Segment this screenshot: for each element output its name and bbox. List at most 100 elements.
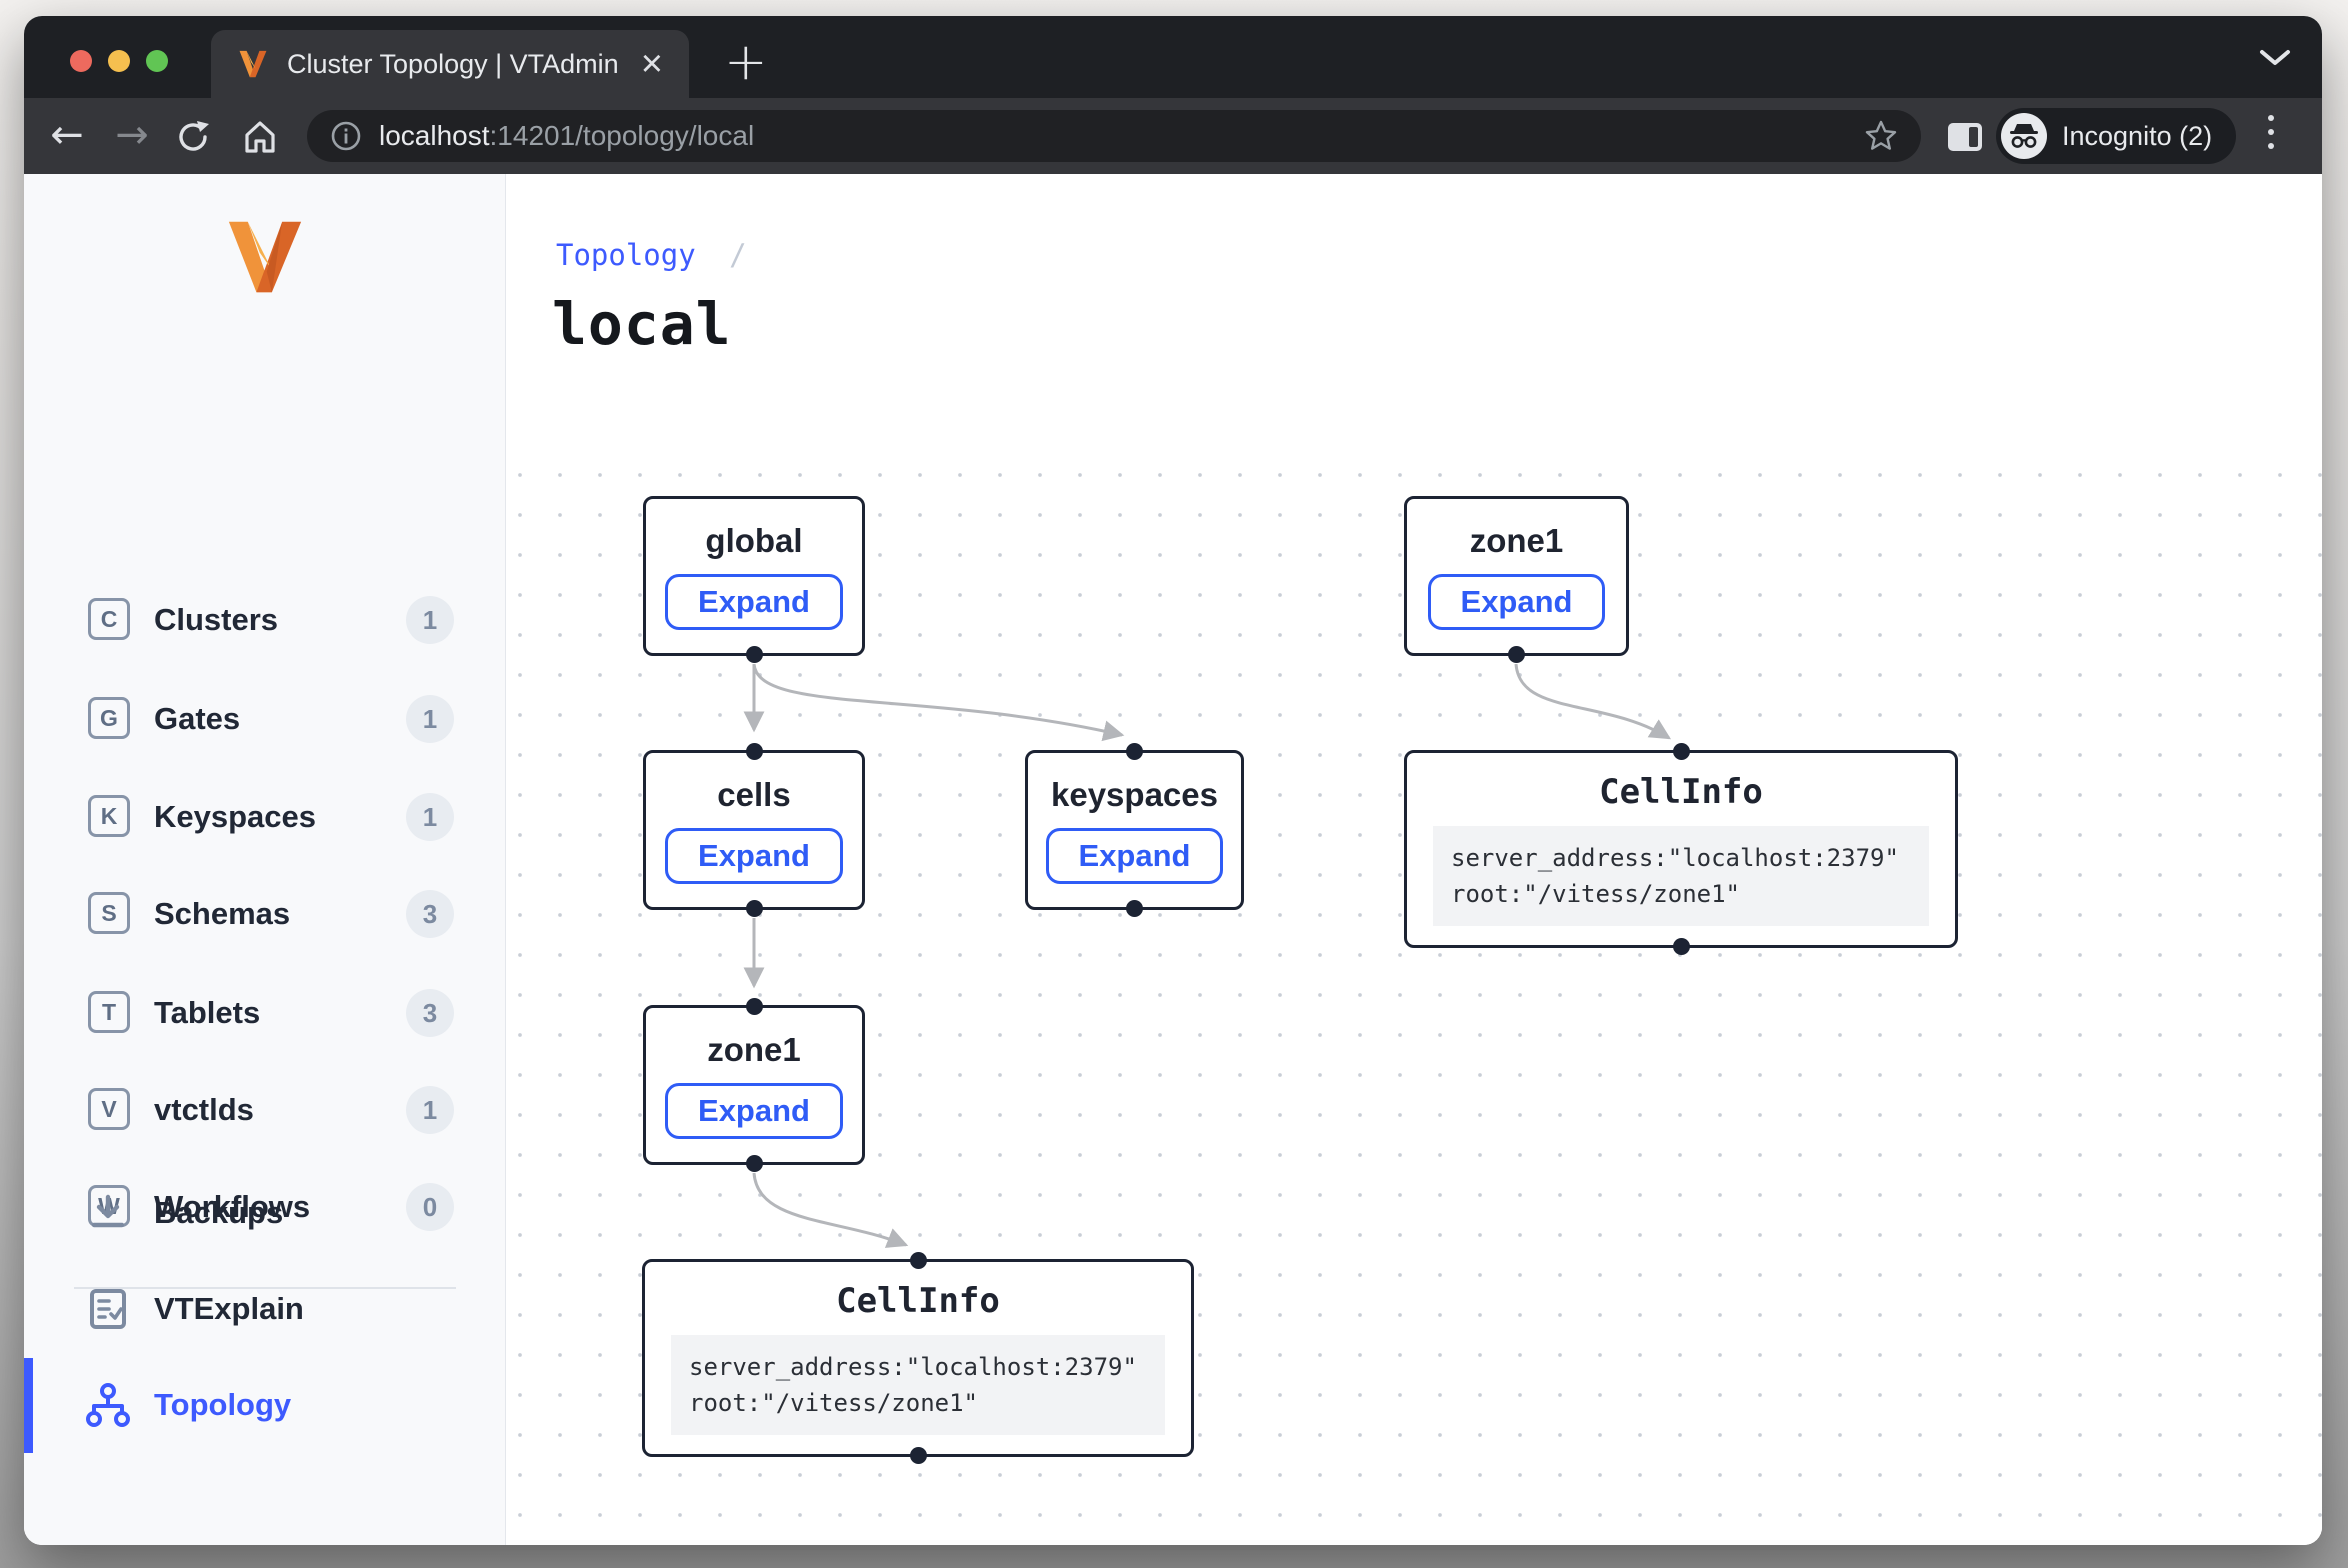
bookmark-star-icon[interactable] bbox=[1863, 118, 1899, 154]
url-text: localhost:14201/topology/local bbox=[379, 120, 754, 152]
incognito-badge[interactable]: Incognito (2) bbox=[1996, 108, 2237, 164]
node-title: zone1 bbox=[707, 1031, 801, 1068]
page-title: local bbox=[552, 290, 732, 358]
node-title: CellInfo bbox=[836, 1281, 1000, 1321]
node-global[interactable]: global Expand bbox=[643, 496, 865, 663]
main-panel: Topology / local bbox=[506, 174, 2322, 1545]
sidebar-item-topology[interactable]: Topology bbox=[24, 1357, 505, 1453]
count-badge: 0 bbox=[406, 1183, 454, 1231]
incognito-avatar bbox=[2001, 113, 2047, 159]
sidebar-item-label: Topology bbox=[154, 1387, 292, 1422]
expand-button[interactable]: Expand bbox=[665, 828, 843, 884]
sidebar-item-label: vtctlds bbox=[154, 1092, 254, 1127]
sidebar-item-gates[interactable]: G Gates 1 bbox=[24, 671, 505, 767]
incognito-icon bbox=[2010, 124, 2038, 148]
sidebar-divider bbox=[74, 1287, 456, 1289]
expand-button[interactable]: Expand bbox=[1427, 574, 1606, 630]
connector-dot bbox=[745, 743, 763, 760]
node-keyspaces[interactable]: keyspaces Expand bbox=[1025, 743, 1244, 917]
sidebar-item-label: Backups bbox=[154, 1195, 284, 1230]
node-title: cells bbox=[717, 776, 791, 813]
browser-menu-icon[interactable] bbox=[2268, 115, 2274, 149]
incognito-label: Incognito (2) bbox=[2062, 120, 2213, 151]
node-cells[interactable]: cells Expand bbox=[643, 743, 865, 917]
tab-strip: Cluster Topology | VTAdmin × + bbox=[24, 16, 2322, 98]
url-host: localhost bbox=[379, 120, 490, 151]
document-check-icon bbox=[90, 1289, 126, 1329]
sidebar-item-clusters[interactable]: C Clusters 1 bbox=[24, 572, 505, 668]
page-content: C Clusters 1 G Gates 1 K Keyspaces 1 S S… bbox=[24, 174, 2322, 1545]
connector-dot bbox=[745, 1155, 763, 1172]
node-zone1[interactable]: zone1 Expand bbox=[1404, 496, 1629, 663]
close-window-button[interactable] bbox=[70, 50, 92, 72]
vitess-favicon bbox=[239, 50, 267, 78]
vtctlds-letter-icon: V bbox=[88, 1088, 130, 1130]
count-badge: 1 bbox=[406, 695, 454, 743]
connector-dot bbox=[745, 998, 763, 1015]
sidebar-item-label: Clusters bbox=[154, 602, 279, 637]
download-icon bbox=[91, 1194, 125, 1228]
connector-dot bbox=[745, 900, 763, 917]
sidebar-item-schemas[interactable]: S Schemas 3 bbox=[24, 866, 505, 962]
expand-button[interactable]: Expand bbox=[665, 1083, 843, 1139]
window-controls bbox=[70, 50, 168, 72]
minimize-window-button[interactable] bbox=[108, 50, 130, 72]
browser-tab[interactable]: Cluster Topology | VTAdmin × bbox=[211, 30, 689, 98]
sidebar-item-vtexplain[interactable]: VTExplain bbox=[24, 1261, 505, 1357]
node-title: zone1 bbox=[1469, 522, 1564, 559]
side-panel-icon[interactable] bbox=[1948, 123, 1982, 151]
chevron-down-icon[interactable] bbox=[2258, 48, 2292, 68]
breadcrumb: Topology / bbox=[556, 238, 747, 272]
sidebar-item-label: Workflows bbox=[154, 1189, 311, 1224]
back-button[interactable]: ← bbox=[50, 112, 84, 158]
home-button[interactable] bbox=[240, 117, 280, 157]
connector-dot bbox=[745, 646, 763, 663]
gates-letter-icon: G bbox=[88, 697, 130, 739]
connector-dot bbox=[1672, 743, 1690, 760]
node-zone1-cell[interactable]: zone1 Expand bbox=[643, 998, 865, 1172]
cellinfo-code: server_address:"localhost:2379" root:"/v… bbox=[1433, 826, 1929, 926]
sidebar-item-backups[interactable]: Backups bbox=[24, 1165, 505, 1261]
site-info-icon[interactable] bbox=[329, 119, 363, 153]
count-badge: 1 bbox=[406, 793, 454, 841]
connector-dot bbox=[909, 1447, 927, 1464]
close-tab-icon[interactable]: × bbox=[640, 43, 663, 85]
vitess-logo bbox=[228, 221, 302, 293]
connector-dot bbox=[909, 1252, 927, 1269]
sidebar-item-keyspaces[interactable]: K Keyspaces 1 bbox=[24, 769, 505, 865]
connector-dot bbox=[1126, 900, 1143, 917]
keyspaces-letter-icon: K bbox=[88, 795, 130, 837]
node-cellinfo-right[interactable]: CellInfo server_address:"localhost:2379"… bbox=[1404, 743, 1958, 955]
sidebar-item-vtctlds[interactable]: V vtctlds 1 bbox=[24, 1062, 505, 1158]
count-badge: 3 bbox=[406, 890, 454, 938]
node-cellinfo-bottom[interactable]: CellInfo server_address:"localhost:2379"… bbox=[642, 1252, 1194, 1464]
topology-canvas[interactable]: global Expand zone1 Expand cells Expand bbox=[506, 454, 2322, 1545]
expand-button[interactable]: Expand bbox=[665, 574, 843, 630]
url-path: :14201/topology/local bbox=[489, 120, 755, 151]
node-title: CellInfo bbox=[1599, 772, 1763, 812]
breadcrumb-separator: / bbox=[729, 238, 747, 272]
connector-dot bbox=[1126, 743, 1143, 760]
sidebar-item-label: Keyspaces bbox=[154, 799, 317, 834]
sidebar-item-workflows[interactable]: W Workflows 0 bbox=[24, 1159, 505, 1255]
sidebar-item-label: VTExplain bbox=[154, 1291, 304, 1326]
active-item-indicator bbox=[24, 1358, 33, 1453]
browser-toolbar: ← → localhost:14201/topology/local bbox=[24, 98, 2322, 174]
sidebar-item-label: Schemas bbox=[154, 896, 291, 931]
sidebar-item-label: Gates bbox=[154, 701, 241, 736]
connector-dot bbox=[1508, 646, 1525, 663]
address-bar[interactable]: localhost:14201/topology/local bbox=[307, 110, 1921, 162]
connector-dot bbox=[1672, 938, 1690, 955]
node-title: global bbox=[705, 522, 803, 559]
breadcrumb-topology-link[interactable]: Topology bbox=[556, 238, 696, 272]
forward-button[interactable]: → bbox=[115, 112, 149, 158]
tablets-letter-icon: T bbox=[88, 991, 130, 1033]
zoom-window-button[interactable] bbox=[146, 50, 168, 72]
count-badge: 1 bbox=[406, 1086, 454, 1134]
sidebar-item-tablets[interactable]: T Tablets 3 bbox=[24, 965, 505, 1061]
cellinfo-code: server_address:"localhost:2379" root:"/v… bbox=[671, 1335, 1165, 1435]
reload-button[interactable] bbox=[174, 118, 212, 156]
new-tab-button[interactable]: + bbox=[724, 32, 768, 92]
count-badge: 3 bbox=[406, 989, 454, 1037]
expand-button[interactable]: Expand bbox=[1045, 828, 1224, 884]
